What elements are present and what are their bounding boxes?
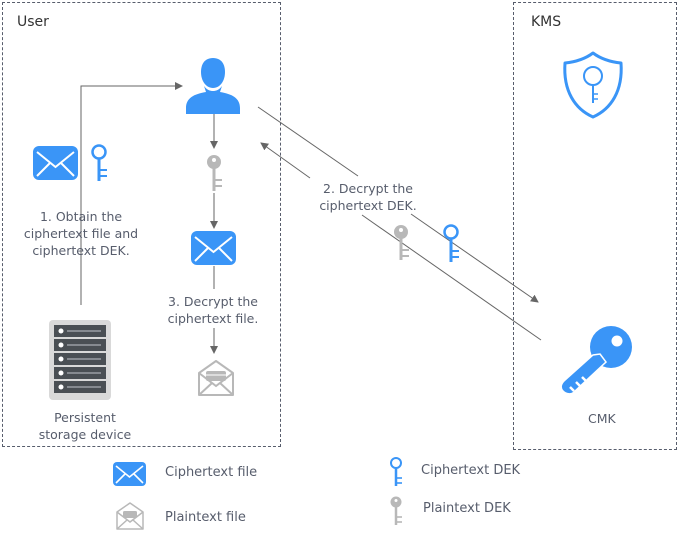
ciphertext-dek-icon	[90, 144, 110, 186]
plaintext-dek-icon	[392, 224, 412, 266]
key-icon	[560, 324, 634, 400]
kms-zone	[513, 2, 677, 450]
step2-line2: ciphertext DEK.	[319, 198, 417, 213]
legend-ciphertext-dek-label: Ciphertext DEK	[421, 463, 521, 478]
user-zone	[2, 2, 281, 447]
legend-plaintext-file-label: Plaintext file	[165, 510, 246, 525]
shield-key-icon	[561, 51, 625, 123]
step3-label: 3. Decrypt the ciphertext file.	[160, 293, 266, 327]
user-icon	[184, 56, 242, 118]
arrow-storage-to-user	[80, 82, 183, 305]
step2-label: 2. Decrypt the ciphertext DEK.	[308, 180, 428, 214]
storage-line2: storage device	[38, 427, 132, 442]
legend-plaintext-file-icon	[116, 502, 144, 534]
kms-zone-title: KMS	[531, 14, 562, 30]
arrow-kms-to-user-segment1	[361, 214, 542, 341]
legend-ciphertext-file-icon	[113, 462, 146, 490]
step1-label: 1. Obtain the ciphertext file and cipher…	[18, 208, 144, 259]
plaintext-dek-icon	[205, 154, 225, 196]
server-icon	[49, 320, 111, 404]
legend-plaintext-dek-label: Plaintext DEK	[423, 501, 511, 516]
step3-line1: 3. Decrypt the	[168, 294, 258, 309]
step2-line1: 2. Decrypt the	[323, 181, 413, 196]
arrow-kms-to-user-segment2	[260, 142, 311, 179]
ciphertext-file-icon	[33, 146, 78, 184]
storage-line1: Persistent	[54, 410, 116, 425]
step3-line2: ciphertext file.	[167, 311, 259, 326]
step1-line1: 1. Obtain the	[39, 209, 123, 224]
arrow-user-to-kms-segment2	[410, 213, 539, 303]
ciphertext-file-icon	[191, 231, 236, 269]
arrow-user-to-kms-segment1	[257, 106, 359, 177]
user-zone-title: User	[17, 14, 49, 30]
plaintext-file-icon	[197, 359, 235, 401]
ciphertext-dek-icon	[442, 224, 462, 268]
cmk-label: CMK	[588, 411, 616, 426]
legend-plaintext-dek-icon	[389, 496, 405, 530]
step1-line3: ciphertext DEK.	[32, 243, 130, 258]
step1-line2: ciphertext file and	[23, 226, 139, 241]
storage-label: Persistent storage device	[30, 409, 140, 443]
legend-ciphertext-dek-icon	[389, 457, 405, 491]
legend-ciphertext-file-label: Ciphertext file	[165, 465, 258, 480]
